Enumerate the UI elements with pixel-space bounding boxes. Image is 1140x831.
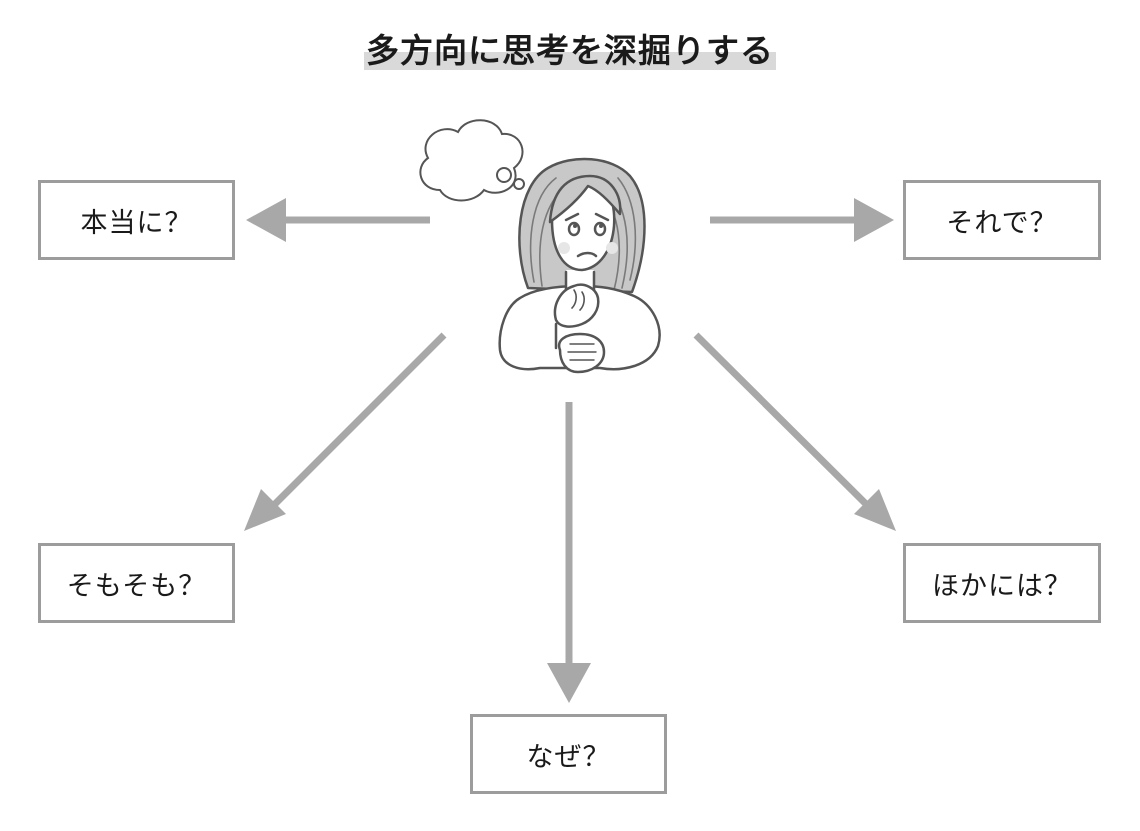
question-label-sorede: それで？ — [946, 207, 1058, 239]
question-box-hokaniha: ほかには？ — [903, 543, 1101, 623]
thinking-woman-icon — [498, 157, 661, 374]
question-label-naze: なぜ？ — [526, 741, 611, 773]
question-box-sorede: それで？ — [903, 180, 1101, 260]
question-box-somosomo: そもそも？ — [38, 543, 235, 623]
arrow-to-hontou — [246, 198, 430, 242]
arrows — [244, 198, 896, 703]
question-box-naze: なぜ？ — [470, 714, 667, 794]
question-label-somosomo: そもそも？ — [66, 570, 207, 602]
diagram-title-wrapper: 多方向に思考を深掘りする — [0, 30, 1140, 70]
arrow-to-hokaniha — [693, 332, 896, 531]
question-box-hontou: 本当に？ — [38, 180, 235, 260]
question-label-hontou: 本当に？ — [80, 207, 193, 239]
diagram-title: 多方向に思考を深掘りする — [364, 30, 776, 70]
arrow-to-somosomo — [244, 332, 447, 531]
question-label-hokaniha: ほかには？ — [932, 570, 1072, 602]
arrow-to-naze — [547, 402, 591, 703]
thought-bubble-icon — [419, 119, 525, 202]
arrow-to-sorede — [710, 198, 894, 242]
